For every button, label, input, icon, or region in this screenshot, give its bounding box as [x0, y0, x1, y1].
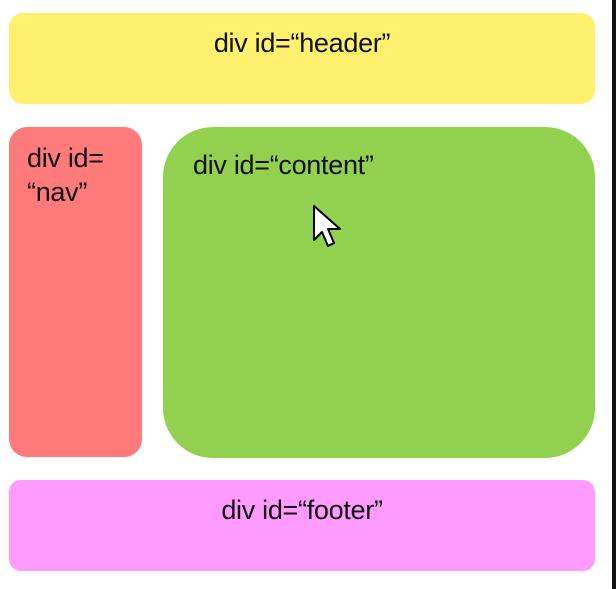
right-edge-divider [612, 0, 616, 589]
content-label: div id=“content” [193, 150, 374, 180]
nav-label: div id= “nav” [27, 143, 104, 207]
header-box: div id=“header” [9, 13, 595, 104]
mouse-pointer-icon [313, 205, 341, 247]
content-box: div id=“content” [163, 127, 595, 458]
footer-label: div id=“footer” [221, 495, 383, 525]
header-label: div id=“header” [213, 28, 391, 58]
nav-box: div id= “nav” [9, 127, 142, 457]
footer-box: div id=“footer” [9, 480, 595, 571]
